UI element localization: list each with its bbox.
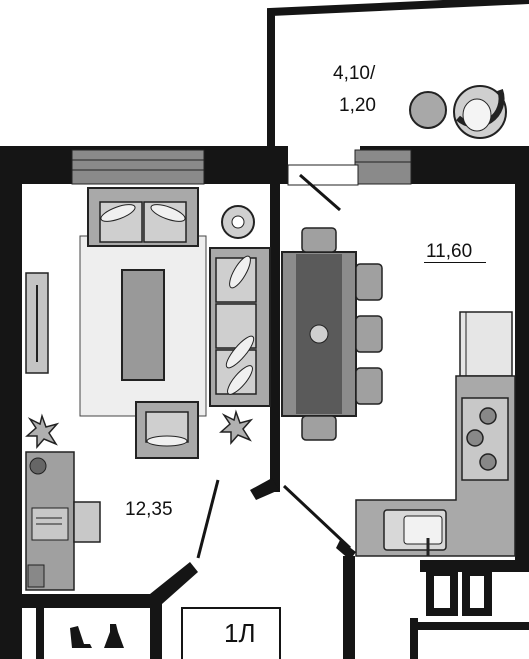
balcony-table: [409, 91, 447, 129]
window-kitchen: [354, 149, 412, 185]
dining-chair-3: [355, 367, 383, 405]
shoes-icon: [70, 626, 92, 648]
wall-door-jamb: [250, 478, 279, 500]
unit-code: 1Л: [224, 618, 256, 648]
balcony-area-reduced: 1,20: [339, 95, 376, 116]
plant-left: [25, 413, 60, 449]
dining-chair-1: [355, 263, 383, 301]
dress-icon: [104, 624, 124, 648]
desk-chair: [73, 501, 101, 543]
wall-diagonal: [150, 562, 198, 604]
balcony-area-divider: [329, 80, 391, 81]
wall-left: [0, 146, 22, 659]
kitchen: [281, 227, 529, 659]
wall-right: [515, 146, 529, 570]
coffee-table: [121, 269, 165, 381]
hallway: [70, 607, 281, 659]
wall-partition: [270, 184, 280, 492]
plant-right: [219, 409, 254, 445]
kitchen-area: 11,60: [426, 241, 473, 262]
balcony-area-total: 4,10/: [333, 63, 376, 84]
unit-label-box: [181, 607, 281, 659]
kitchen-area-underline: [424, 262, 486, 263]
balcony-door-swing: [299, 173, 341, 212]
window-living: [71, 149, 205, 185]
wall-bottom-left: [0, 594, 150, 608]
wall-kitchen-bottom: [343, 556, 355, 659]
living-room-area: 12,35: [125, 499, 173, 520]
balcony: [267, 0, 529, 146]
kitchen-door-swing: [282, 484, 352, 550]
wall-hall-stub: [36, 608, 44, 659]
living-room: [25, 187, 271, 591]
dining-chair-top: [301, 227, 337, 253]
wall-hall-left: [150, 594, 162, 659]
dining-chair-bottom: [301, 415, 337, 441]
desk-lamp: [29, 457, 47, 475]
walls: [0, 146, 529, 659]
living-door-swing: [196, 479, 220, 559]
fridge: [459, 311, 513, 377]
windows: [71, 149, 412, 212]
balcony-door: [287, 164, 359, 186]
dining-chair-2: [355, 315, 383, 353]
